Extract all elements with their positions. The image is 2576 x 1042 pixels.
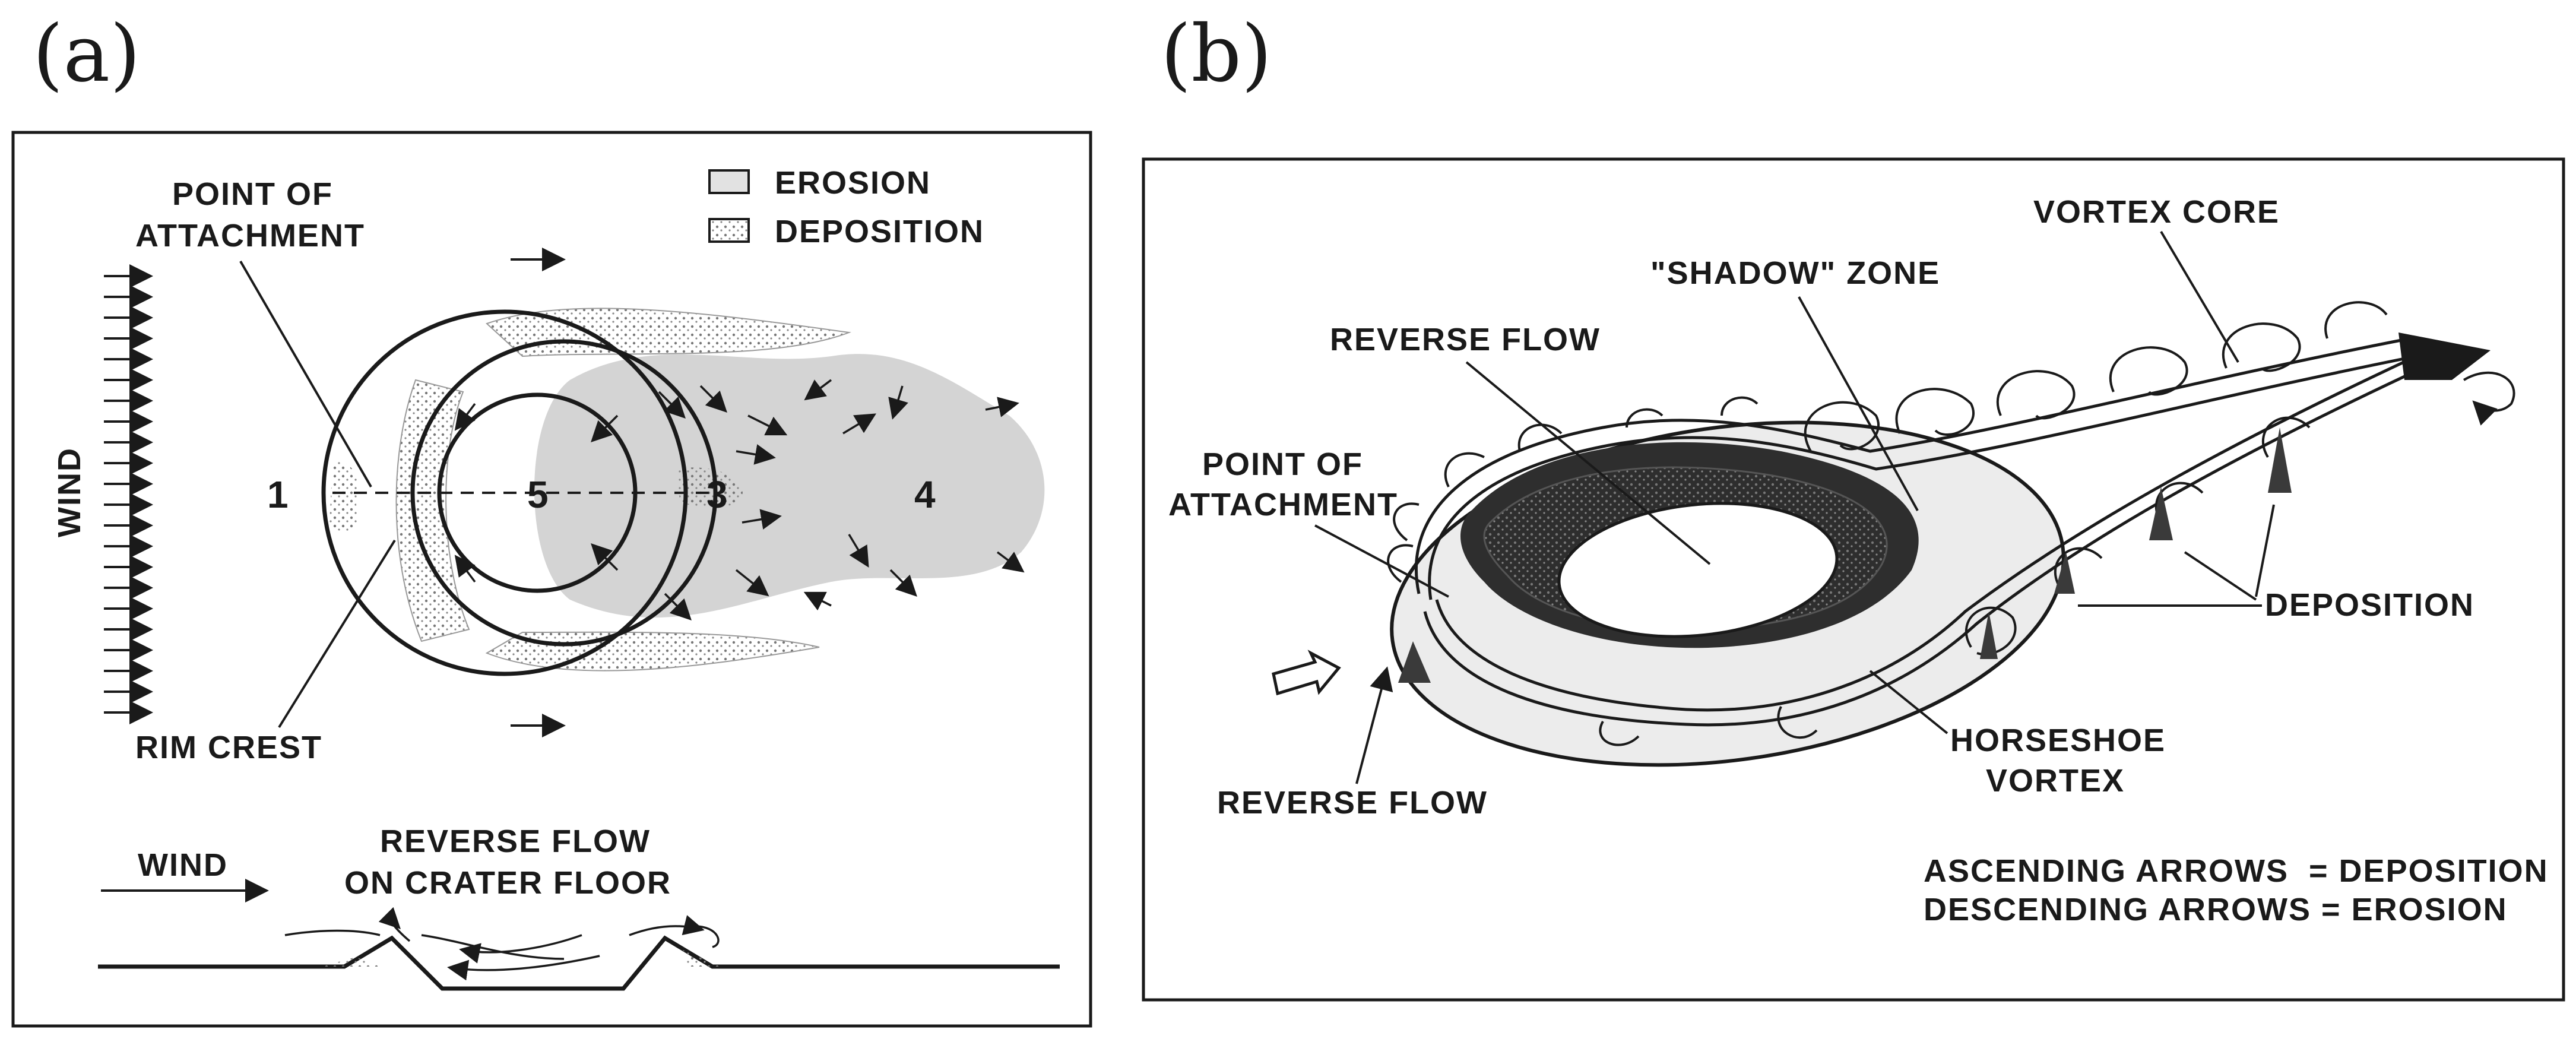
vortex-tube-lower xyxy=(1423,366,2423,727)
b-attachment-line1: POINT OF xyxy=(1202,446,1363,482)
legend-erosion-swatch xyxy=(708,169,750,194)
panel-b: VORTEX CORE "SHADOW" ZONE REVERSE FLOW P… xyxy=(1142,157,2565,1002)
vortex-core-leader xyxy=(2160,230,2239,363)
profile-deposit xyxy=(321,950,721,967)
wind-arrow-column xyxy=(104,264,153,724)
deposition-upwind xyxy=(329,462,358,533)
reverse-flow-top-label: REVERSE FLOW xyxy=(1330,322,1601,357)
reverse-flow-top-leader xyxy=(1465,361,1711,565)
horseshoe-vortex-line1: HORSESHOE xyxy=(1950,723,2166,758)
key-line-1: ASCENDING ARROWS = DEPOSITION xyxy=(1924,853,2549,889)
b-attachment-leader xyxy=(1314,524,1449,598)
crater-profile xyxy=(98,935,1060,991)
profile-wind-label: WIND xyxy=(138,847,228,883)
crater-floor xyxy=(1557,502,1839,638)
vortex-core-label: VORTEX CORE xyxy=(2033,194,2280,230)
inflow-arrow xyxy=(1272,650,1341,696)
deposition-band-bottom xyxy=(485,631,820,672)
crater-rim-circle xyxy=(410,339,718,647)
point-of-attachment-line1: POINT OF xyxy=(172,176,333,212)
reverse-flow-line2: ON CRATER FLOOR xyxy=(344,865,671,901)
vortex-tube-upper xyxy=(1415,337,2411,594)
panel-a-frame xyxy=(11,131,1092,1028)
erosion-plume xyxy=(534,354,1045,618)
deposition-label: DEPOSITION xyxy=(2265,587,2474,623)
deposition-plumes xyxy=(1398,427,2292,683)
zone-3-label: 3 xyxy=(706,473,728,516)
reverse-flow-bottom-label: REVERSE FLOW xyxy=(1217,785,1488,821)
vortex-tube-lower-b xyxy=(1435,354,2417,712)
profile-flow-arrows xyxy=(284,907,720,981)
b-attachment-line2: ATTACHMENT xyxy=(1168,487,1398,522)
wake-tip xyxy=(2398,332,2491,380)
flow-arrows xyxy=(454,379,1025,620)
zone-4-label: 4 xyxy=(914,473,936,516)
rim-crest-leader xyxy=(278,539,396,729)
key-line-2: DESCENDING ARROWS = EROSION xyxy=(1924,892,2508,927)
horseshoe-leader xyxy=(1869,670,1948,734)
attachment-leader xyxy=(239,260,372,488)
zone-5-label: 5 xyxy=(527,473,549,516)
wind-vertical-label: WIND xyxy=(52,447,87,537)
zone-1-label: 1 xyxy=(267,473,289,516)
panel-a-label: (a) xyxy=(33,8,141,100)
reverse-flow-line1: REVERSE FLOW xyxy=(380,824,651,859)
point-of-attachment-line2: ATTACHMENT xyxy=(135,218,365,254)
deposition-downwind xyxy=(677,467,743,508)
legend-deposition-swatch xyxy=(708,218,750,243)
legend-deposition-label: DEPOSITION xyxy=(775,214,984,249)
reverse-flow-bottom-leader xyxy=(1355,666,1393,784)
vortex-tube-upper-b xyxy=(1428,354,2417,600)
deposition-leaders xyxy=(2078,504,2275,607)
horseshoe-vortex-line2: VORTEX xyxy=(1986,763,2125,799)
rim-crest-label: RIM CREST xyxy=(135,730,322,765)
shadow-zone-label: "SHADOW" ZONE xyxy=(1650,255,1940,291)
legend-erosion-label: EROSION xyxy=(775,165,931,201)
shadow-zone-leader xyxy=(1798,296,1919,511)
panel-a: EROSION DEPOSITION POINT OF ATTACHMENT W… xyxy=(11,131,1092,1028)
panel-b-label: (b) xyxy=(1161,8,1272,100)
panel-b-frame xyxy=(1142,157,2565,1002)
